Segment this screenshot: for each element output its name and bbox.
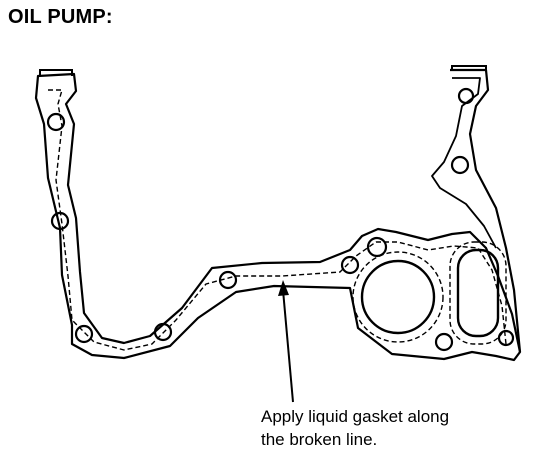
liquid-gasket-broken-line [48,89,507,351]
bolt-holes [46,87,515,352]
right-tab-mark [451,65,487,70]
gasket-right-arm-inner [431,77,497,249]
bolt-hole [153,322,173,342]
callout-note: Apply liquid gasket along the broken lin… [261,405,449,451]
oil-passage-opening [456,248,500,338]
gasket-right-arm-outline [450,68,522,353]
bolt-hole [497,329,515,347]
left-tab-mark [39,69,73,76]
bolt-hole [434,332,454,352]
callout-leader-line [282,289,294,403]
bolt-hole [450,155,470,175]
pump-rotor-opening-bead [352,251,444,343]
bolt-hole [340,255,360,275]
oil-passage-opening-bead [449,241,507,345]
gasket-outer-outline [34,72,522,362]
callout-arrowhead [278,280,289,296]
callout-line-2: the broken line. [261,430,378,449]
page-title: OIL PUMP: [8,6,113,28]
bolt-hole [46,112,66,132]
bolt-hole [50,211,70,231]
bolt-hole [74,324,94,344]
bolt-hole [366,236,388,258]
bolt-hole [218,270,238,290]
pump-rotor-opening [360,259,436,335]
bolt-hole [457,87,475,105]
callout-line-1: Apply liquid gasket along [261,407,450,426]
